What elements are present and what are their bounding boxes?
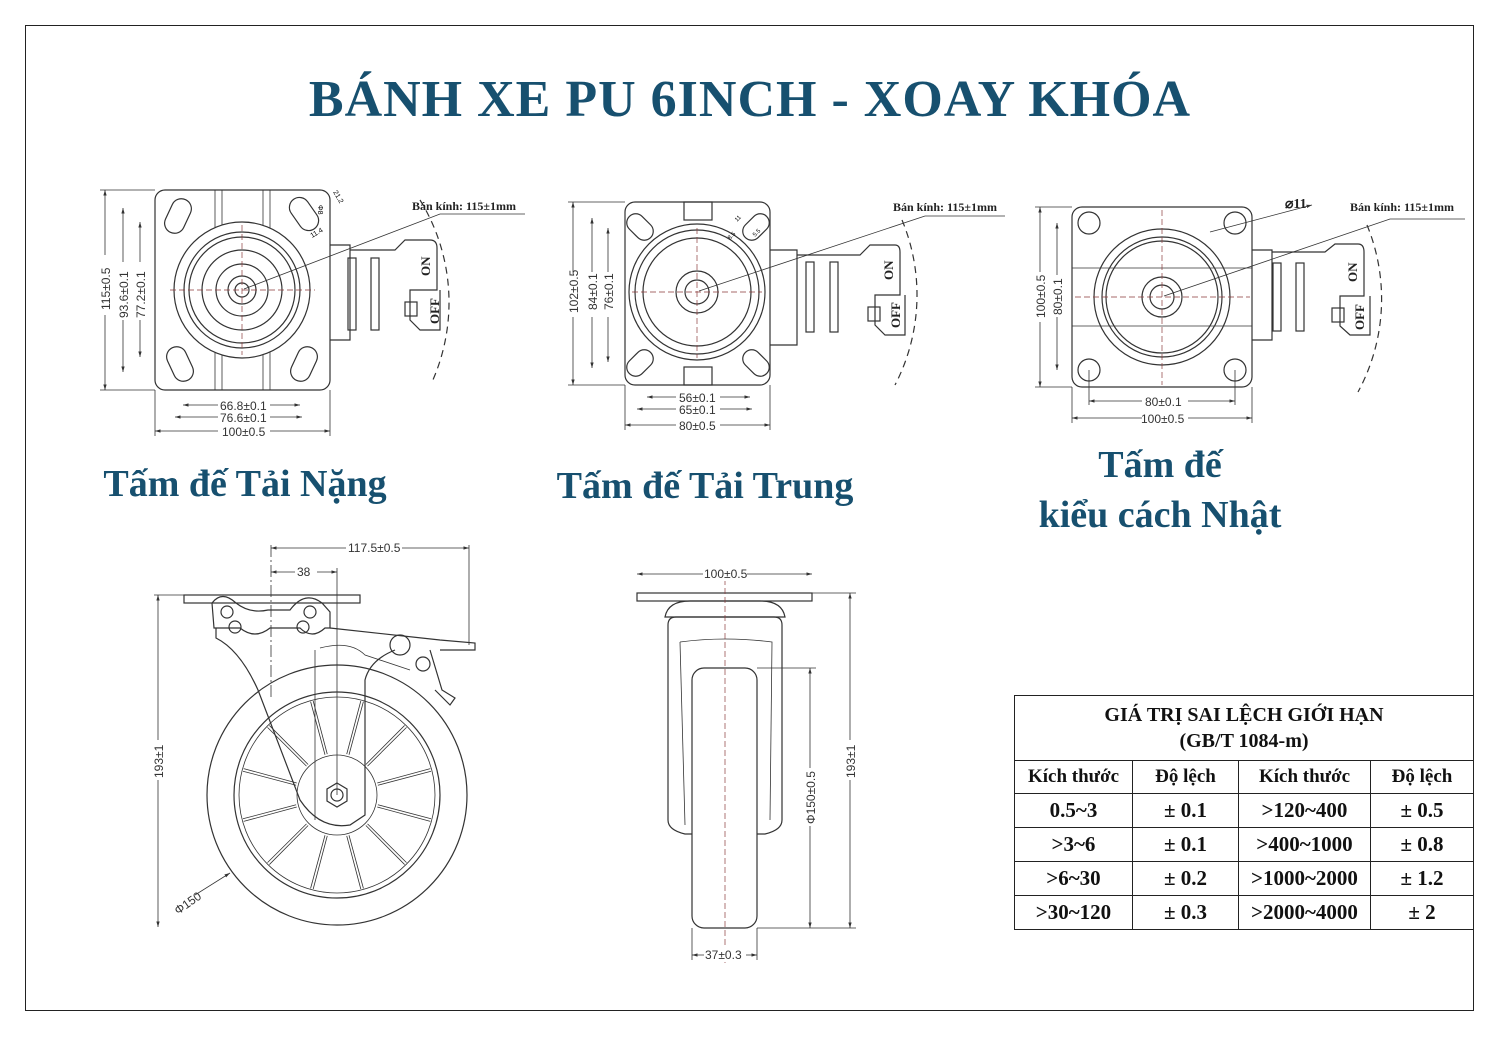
wheel-spoke <box>365 825 405 865</box>
svg-text:100±0.5: 100±0.5 <box>704 567 748 581</box>
wheel-spoke <box>377 804 432 820</box>
wheel-spoke <box>310 835 326 889</box>
drawing-border <box>25 25 1474 1011</box>
svg-text:100±0.5: 100±0.5 <box>1034 274 1048 318</box>
wheel-spoke <box>377 770 432 786</box>
wheel-spoke <box>312 700 328 755</box>
svg-text:117.5±0.5: 117.5±0.5 <box>348 541 401 555</box>
column-header: Kích thước <box>1238 760 1371 794</box>
wheel-spoke <box>367 727 407 767</box>
wheel-spoke <box>367 823 407 863</box>
caption-japan-plate-line2: kiểu cách Nhật <box>1038 494 1282 536</box>
wheel-spoke <box>243 768 297 784</box>
plate-view-medium: ON OFF Bán kính: 115±1mm 102±0.5 84±0.1 … <box>564 200 1005 433</box>
svg-text:80±0.1: 80±0.1 <box>1051 278 1065 315</box>
wheel-spoke <box>365 725 405 765</box>
svg-text:65±0.1: 65±0.1 <box>679 403 716 417</box>
svg-text:100±0.5: 100±0.5 <box>1141 412 1185 426</box>
column-header: Độ lệch <box>1370 760 1474 794</box>
table-row: 0.5~3± 0.1>120~400± 0.5 <box>1014 793 1474 828</box>
radius-label: Bán kính: 115±1mm <box>412 199 516 213</box>
wheel-spoke <box>346 700 362 755</box>
wheel-spoke <box>348 835 364 889</box>
svg-text:ON: ON <box>1345 262 1360 282</box>
plate-view-japan: ON OFF Bán kính: 115±1mm ⌀11 100±0.5 80±… <box>1031 197 1465 426</box>
svg-text:Φ8: Φ8 <box>316 205 323 215</box>
svg-text:5.5: 5.5 <box>752 228 763 239</box>
caption-heavy-plate: Tấm đế Tải Nặng <box>103 463 387 505</box>
wheel-spoke <box>242 770 297 786</box>
wheel-spoke <box>377 806 431 822</box>
wheel-spoke <box>242 804 297 820</box>
wheel-spoke <box>269 725 309 765</box>
svg-text:193±1: 193±1 <box>152 744 166 778</box>
wheel-spoke <box>348 701 364 755</box>
svg-text:⌀11: ⌀11 <box>1285 197 1307 212</box>
table-row: >3~6± 0.1>400~1000± 0.8 <box>1014 827 1474 862</box>
radius-label: Bán kính: 115±1mm <box>893 200 997 214</box>
svg-text:Φ150±0.5: Φ150±0.5 <box>804 771 818 824</box>
page-title: BÁNH XE PU 6INCH - XOAY KHÓA <box>308 71 1192 128</box>
svg-text:193±1: 193±1 <box>844 744 858 778</box>
tolerance-table: GIÁ TRỊ SAI LỆCH GIỚI HẠN(GB/T 1084-m) K… <box>1014 695 1474 930</box>
svg-text:ON: ON <box>418 256 433 276</box>
svg-text:80±0.5: 80±0.5 <box>679 419 716 433</box>
svg-text:OFF: OFF <box>888 302 903 328</box>
wheel-spoke <box>346 835 362 890</box>
svg-text:76±0.1: 76±0.1 <box>602 273 616 310</box>
tolerance-table-title: GIÁ TRỊ SAI LỆCH GIỚI HẠN(GB/T 1084-m) <box>1014 695 1474 761</box>
svg-text:100±0.5: 100±0.5 <box>222 425 266 439</box>
svg-text:77.2±0.1: 77.2±0.1 <box>134 271 148 318</box>
svg-text:11.4: 11.4 <box>310 227 325 240</box>
svg-text:84±0.1: 84±0.1 <box>586 273 600 310</box>
svg-text:38: 38 <box>297 565 311 579</box>
caption-medium-plate: Tấm đế Tải Trung <box>556 465 854 507</box>
wheel-spoke <box>267 823 307 863</box>
svg-text:11: 11 <box>734 214 743 223</box>
svg-text:80±0.1: 80±0.1 <box>1145 395 1182 409</box>
table-row: >6~30± 0.2>1000~2000± 1.2 <box>1014 861 1474 896</box>
svg-text:66.8±0.1: 66.8±0.1 <box>220 399 267 413</box>
column-header: Kích thước <box>1014 760 1133 794</box>
wheel-spoke <box>267 727 307 767</box>
table-row: >30~120± 0.3>2000~4000± 2 <box>1014 895 1474 930</box>
radius-label: Bán kính: 115±1mm <box>1350 200 1454 214</box>
svg-text:OFF: OFF <box>1352 304 1367 330</box>
svg-text:115±0.5: 115±0.5 <box>99 267 113 310</box>
wheel-spoke <box>312 835 328 890</box>
front-view: 100±0.5 193±1 Φ150±0.5 37±0.3 <box>636 567 858 965</box>
svg-text:37±0.3: 37±0.3 <box>705 948 742 962</box>
svg-text:76.6±0.1: 76.6±0.1 <box>220 411 267 425</box>
svg-text:ON: ON <box>881 260 896 280</box>
svg-text:OFF: OFF <box>427 298 442 324</box>
wheel-spoke <box>310 701 326 755</box>
svg-text:Φ150: Φ150 <box>172 889 205 918</box>
svg-text:93.6±0.1: 93.6±0.1 <box>117 271 131 318</box>
svg-text:8.5: 8.5 <box>727 231 738 242</box>
svg-text:56±0.1: 56±0.1 <box>679 391 716 405</box>
plate-view-heavy: ON OFF Bán kính: 115±1mm 115±0.5 93.6±0.… <box>95 189 525 439</box>
svg-text:21.2: 21.2 <box>331 190 344 205</box>
caption-japan-plate-line1: Tấm đế <box>1098 444 1222 486</box>
column-header: Độ lệch <box>1132 760 1239 794</box>
wheel-spoke <box>243 806 297 822</box>
wheel-spoke <box>377 768 431 784</box>
svg-text:102±0.5: 102±0.5 <box>567 269 581 313</box>
wheel-spoke <box>269 825 309 865</box>
side-view: 117.5±0.5 38 193±1 Φ150 <box>150 541 476 927</box>
